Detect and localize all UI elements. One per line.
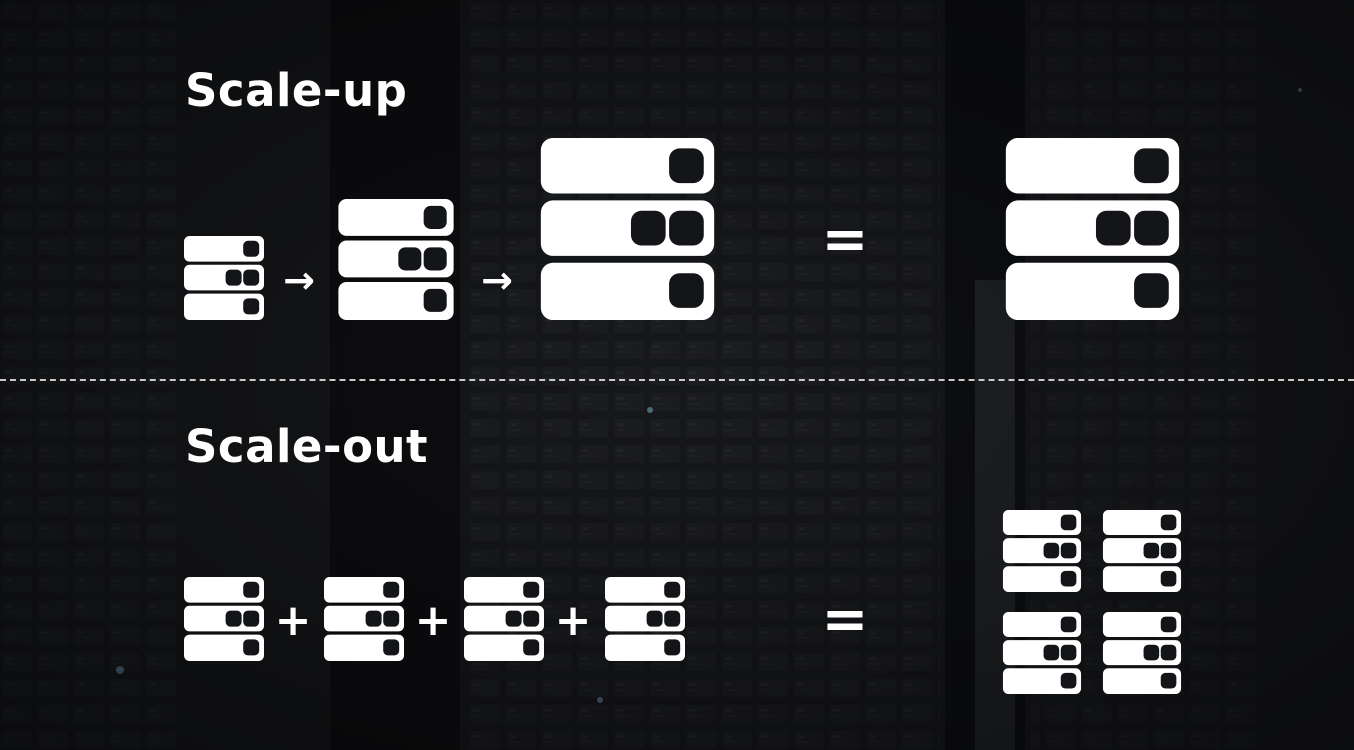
server-stack-icon <box>184 236 264 320</box>
server-stack-icon <box>324 577 404 661</box>
plus-icon: + <box>413 596 453 646</box>
scale-out-title: Scale-out <box>185 422 428 472</box>
server-stack-icon <box>1102 510 1182 592</box>
arrow-icon: → <box>477 258 517 302</box>
scale-up-title: Scale-up <box>185 66 407 116</box>
server-stack-icon <box>464 577 544 661</box>
server-stack-icon <box>184 577 264 661</box>
server-stack-icon <box>1002 612 1082 694</box>
server-stack-icon <box>540 138 715 320</box>
equals-icon: = <box>820 590 870 650</box>
equals-icon: = <box>820 210 870 270</box>
server-stack-icon <box>1005 138 1180 320</box>
server-stack-icon <box>605 577 685 661</box>
plus-icon: + <box>553 596 593 646</box>
server-stack-icon <box>1102 612 1182 694</box>
section-divider <box>0 379 1354 381</box>
server-stack-icon <box>1002 510 1082 592</box>
arrow-icon: → <box>279 258 319 302</box>
plus-icon: + <box>273 596 313 646</box>
server-stack-icon <box>338 199 454 320</box>
